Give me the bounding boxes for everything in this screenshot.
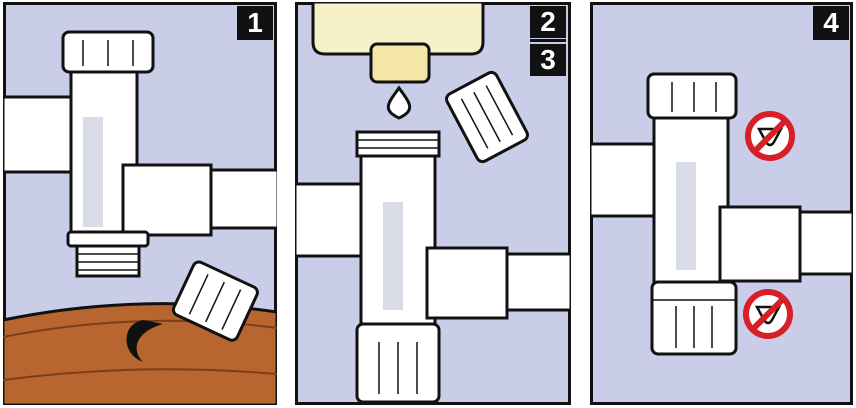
pipe-tee-icon [295, 130, 571, 404]
no-sealant-icon [743, 289, 793, 339]
step-1-panel: 1 [3, 2, 277, 405]
step-4-panel: 4 [590, 2, 853, 405]
step-1-illustration [3, 2, 277, 405]
step-2-badge: 2 [530, 6, 566, 38]
sealant-bottle-icon [311, 2, 485, 84]
pipe-tee-icon [590, 72, 853, 356]
step-4-badge: 4 [813, 6, 849, 40]
step-2-3-panel: 2 3 [295, 2, 571, 405]
step-4-illustration [590, 2, 853, 405]
step-3-badge: 3 [530, 44, 566, 76]
step-1-badge: 1 [237, 6, 273, 40]
pipe-tee-icon [3, 30, 277, 278]
no-sealant-icon [745, 111, 795, 161]
step-badge-divider [530, 39, 566, 42]
threaded-cap-icon [445, 70, 529, 164]
droplet-icon [386, 85, 412, 120]
threaded-cap-icon [171, 260, 259, 342]
step-2-3-illustration [295, 2, 571, 405]
